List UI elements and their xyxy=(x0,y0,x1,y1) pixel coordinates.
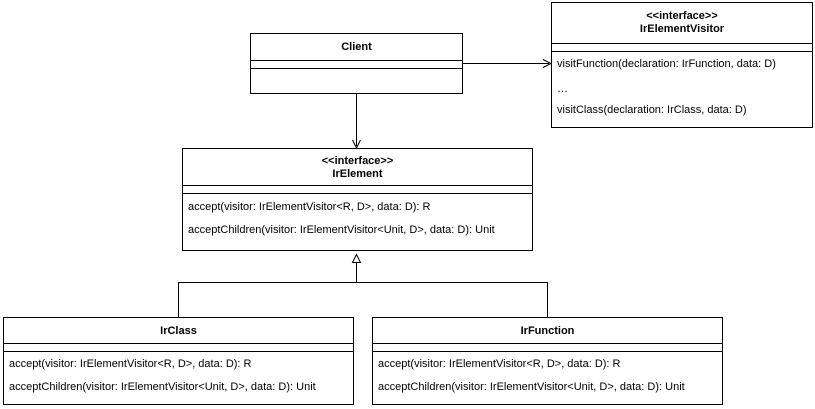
irelement-attributes-compartment xyxy=(183,186,532,194)
irclass-method-accept: accept(visitor: IrElementVisitor<R, D>, … xyxy=(9,358,252,370)
irfunction-class-header: IrFunction xyxy=(373,318,722,344)
irclass-class-name: IrClass xyxy=(160,325,197,337)
irclass-inheritance-line xyxy=(178,263,357,317)
visitor-interface-box[interactable]: <<interface>> IrElementVisitor visitFunc… xyxy=(551,2,813,128)
visitor-method-ellipsis: … xyxy=(557,83,568,95)
client-attributes-compartment xyxy=(251,61,462,69)
irclass-class-header: IrClass xyxy=(4,318,353,344)
irelement-method-accept: accept(visitor: IrElementVisitor<R, D>, … xyxy=(188,201,431,213)
visitor-interface-name: IrElementVisitor xyxy=(639,23,725,35)
visitor-method-visit-class: visitClass(declaration: IrClass, data: D… xyxy=(557,104,747,116)
irelement-method-accept-children: acceptChildren(visitor: IrElementVisitor… xyxy=(188,224,495,236)
irfunction-class-box[interactable]: IrFunction accept(visitor: IrElementVisi… xyxy=(372,317,723,405)
irelement-interface-box[interactable]: <<interface>> IrElement accept(visitor: … xyxy=(182,148,533,251)
irfunction-method-accept: accept(visitor: IrElementVisitor<R, D>, … xyxy=(378,358,621,370)
client-class-box[interactable]: Client xyxy=(250,33,463,94)
irclass-attributes-compartment xyxy=(4,344,353,352)
irclass-class-box[interactable]: IrClass accept(visitor: IrElementVisitor… xyxy=(3,317,354,405)
irelement-stereotype: <<interface>> xyxy=(321,155,394,167)
irfunction-attributes-compartment xyxy=(373,344,722,352)
visitor-interface-header: <<interface>> IrElementVisitor xyxy=(552,3,812,44)
irfunction-method-accept-children: acceptChildren(visitor: IrElementVisitor… xyxy=(378,381,685,393)
irclass-method-accept-children: acceptChildren(visitor: IrElementVisitor… xyxy=(9,381,316,393)
inheritance-triangle xyxy=(351,253,362,263)
visitor-method-visit-function: visitFunction(declaration: IrFunction, d… xyxy=(557,58,776,70)
irelement-interface-name: IrElement xyxy=(332,168,383,180)
client-class-header: Client xyxy=(251,34,462,61)
client-class-name: Client xyxy=(341,41,372,53)
irelement-interface-header: <<interface>> IrElement xyxy=(183,149,532,186)
visitor-stereotype: <<interface>> xyxy=(646,10,718,22)
irfunction-inheritance-line xyxy=(356,282,548,317)
irfunction-class-name: IrFunction xyxy=(520,325,575,337)
visitor-attributes-compartment xyxy=(552,44,812,52)
